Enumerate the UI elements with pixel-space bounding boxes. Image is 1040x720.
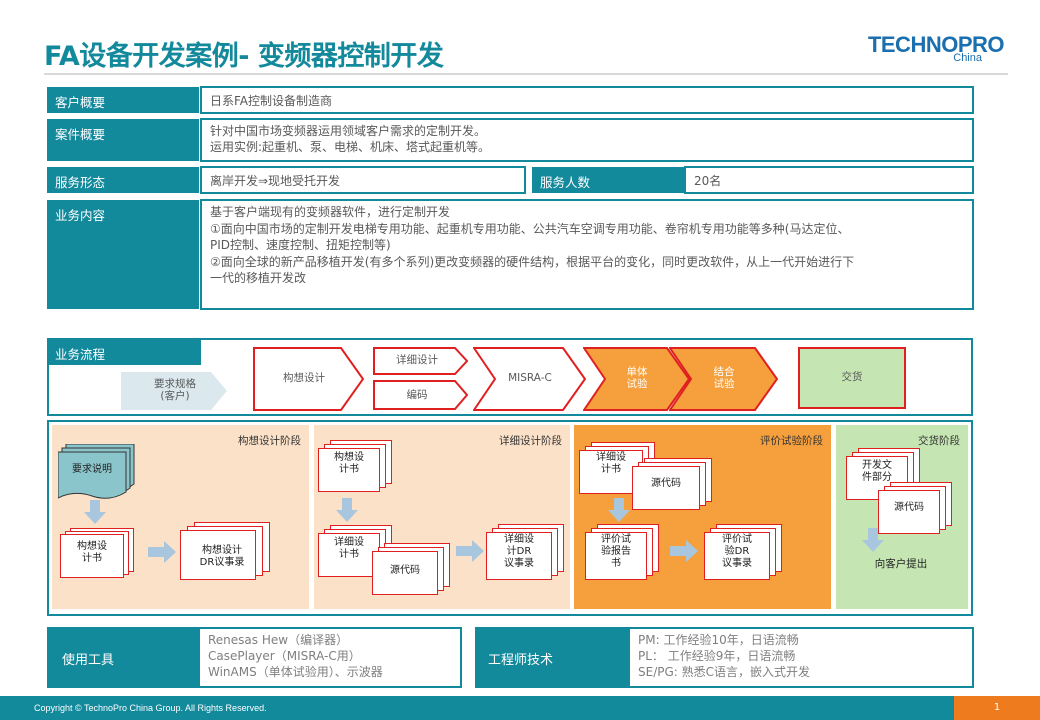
doc-eval-report-label: 评价试验报告书 — [601, 534, 631, 569]
customer-value: 日系FA控制设备制造商 — [200, 86, 974, 114]
arrow-down-icon — [336, 498, 358, 522]
flow-step-misra-label: MISRA-C — [508, 372, 552, 384]
doc-dev-files-label: 开发文件部分 — [862, 460, 892, 483]
submit-to-customer: 向客户提出 — [874, 558, 928, 570]
flow-step-unit-test: 单体试验 — [583, 347, 691, 411]
flow-step-unit-test-label: 单体试验 — [626, 366, 648, 390]
flow-step-delivery: 交货 — [798, 347, 906, 409]
doc-delivery-source-label: 源代码 — [894, 502, 924, 513]
business-line: ①面向中国市场的定制开发电梯专用功能、起重机专用功能、公共汽车空调专用功能、卷帘… — [210, 221, 850, 236]
service-label: 服务形态 — [47, 167, 199, 193]
business-label: 业务内容 — [47, 200, 199, 309]
doc-requirements: 要求说明 — [58, 444, 136, 500]
skills-line: SE/PG: 熟悉C语言，嵌入式开发 — [638, 665, 811, 679]
customer-label: 客户概要 — [47, 87, 199, 113]
arrow-down-icon — [862, 528, 884, 552]
flow-step-integration-test-label: 结合试验 — [713, 366, 735, 390]
arrow-right-icon — [670, 540, 698, 562]
tools-line: CasePlayer（MISRA-C用） — [208, 649, 361, 663]
arrow-right-icon — [148, 541, 176, 563]
business-line: 一代的移植开发改 — [210, 271, 307, 285]
flow-step-request: 要求规格(客户) — [121, 372, 229, 410]
flow-step-misra: MISRA-C — [473, 347, 587, 411]
phase-concept-title: 构想设计阶段 — [238, 435, 301, 447]
flow-step-delivery-label: 交货 — [841, 371, 863, 383]
case-value: 针对中国市场变频器运用领域客户需求的定制开发。 运用实例:起重机、泵、电梯、机床… — [200, 118, 974, 162]
arrow-right-icon — [456, 540, 484, 562]
copyright: Copyright © TechnoPro China Group. All R… — [34, 703, 267, 713]
people-value: 20名 — [684, 166, 974, 194]
doc-source-code: 源代码 — [372, 543, 452, 595]
phase-eval-title: 评价试验阶段 — [760, 435, 823, 447]
tools-line: Renesas Hew（编译器） — [208, 633, 349, 647]
page-number: 1 — [954, 696, 1040, 720]
arrow-down-icon — [84, 500, 106, 524]
business-line: 基于客户端现有的变频器软件，进行定制开发 — [210, 205, 451, 219]
doc-eval-source-label: 源代码 — [651, 478, 681, 489]
logo-subtitle: China — [953, 52, 982, 64]
business-line: ②面向全球的新产品移植开发(有多个系列)更改变频器的硬件结构，根据平台的变化，同… — [210, 254, 855, 269]
skills-line: PM: 工作经验10年，日语流畅 — [638, 633, 799, 647]
tools-label: 使用工具 — [62, 653, 115, 668]
flow-step-concept-label: 构想设计 — [283, 372, 325, 384]
flow-step-coding-label: 编码 — [406, 389, 428, 401]
flow-step-detail-label: 详细设计 — [396, 354, 438, 366]
business-value: 基于客户端现有的变频器软件，进行定制开发 ①面向中国市场的定制开发电梯专用功能、… — [200, 199, 974, 310]
phase-detail-title: 详细设计阶段 — [499, 435, 562, 447]
doc-concept-spec-input-label: 构想设计书 — [334, 452, 364, 475]
flow-step-request-label: 要求规格(客户) — [154, 378, 196, 402]
skills-line: PL： 工作经验9年，日语流畅 — [638, 649, 796, 663]
doc-concept-spec: 构想设计书 — [60, 528, 136, 578]
doc-requirements-label: 要求说明 — [72, 464, 112, 475]
flow-step-detail: 详细设计 — [373, 347, 469, 375]
flow-label: 业务流程 — [47, 339, 201, 365]
doc-source-code-label: 源代码 — [390, 565, 420, 576]
arrow-down-icon — [608, 498, 630, 522]
case-label: 案件概要 — [47, 119, 199, 161]
flow-step-coding: 编码 — [373, 380, 469, 410]
doc-concept-spec-label: 构想设计书 — [77, 541, 107, 564]
flow-step-integration-test: 结合试验 — [669, 347, 779, 411]
tools-value: Renesas Hew（编译器） CasePlayer（MISRA-C用） Wi… — [200, 629, 460, 686]
technopro-logo: TECHNOPRO — [867, 32, 1005, 57]
flow-step-concept: 构想设计 — [253, 347, 365, 411]
business-line: PID控制、速度控制、扭矩控制等) — [210, 238, 391, 252]
tools-line: WinAMS（单体试验用）、示波器 — [208, 665, 383, 679]
page-title: FA设备开发案例- 变频器控制开发 — [44, 41, 444, 72]
doc-concept-spec-input: 构想设计书 — [318, 440, 394, 492]
doc-eval-detail-spec-label: 详细设计书 — [596, 452, 626, 475]
doc-eval-report: 评价试验报告书 — [585, 524, 661, 580]
doc-delivery-source: 源代码 — [878, 482, 954, 534]
doc-eval-source: 源代码 — [632, 458, 714, 510]
footer-bar — [0, 696, 1040, 720]
skills-value: PM: 工作经验10年，日语流畅 PL： 工作经验9年，日语流畅 SE/PG: … — [630, 629, 972, 686]
phase-delivery-title: 交货阶段 — [918, 435, 960, 447]
people-label: 服务人数 — [532, 167, 684, 193]
case-line: 针对中国市场变频器运用领域客户需求的定制开发。 — [210, 124, 487, 138]
service-value: 离岸开发⇒现地受托开发 — [200, 166, 526, 194]
case-line: 运用实例:起重机、泵、电梯、机床、塔式起重机等。 — [210, 140, 491, 154]
doc-detail-spec-label: 详细设计书 — [334, 537, 364, 560]
header-divider — [44, 73, 1008, 75]
skills-label: 工程师技术 — [488, 653, 554, 668]
